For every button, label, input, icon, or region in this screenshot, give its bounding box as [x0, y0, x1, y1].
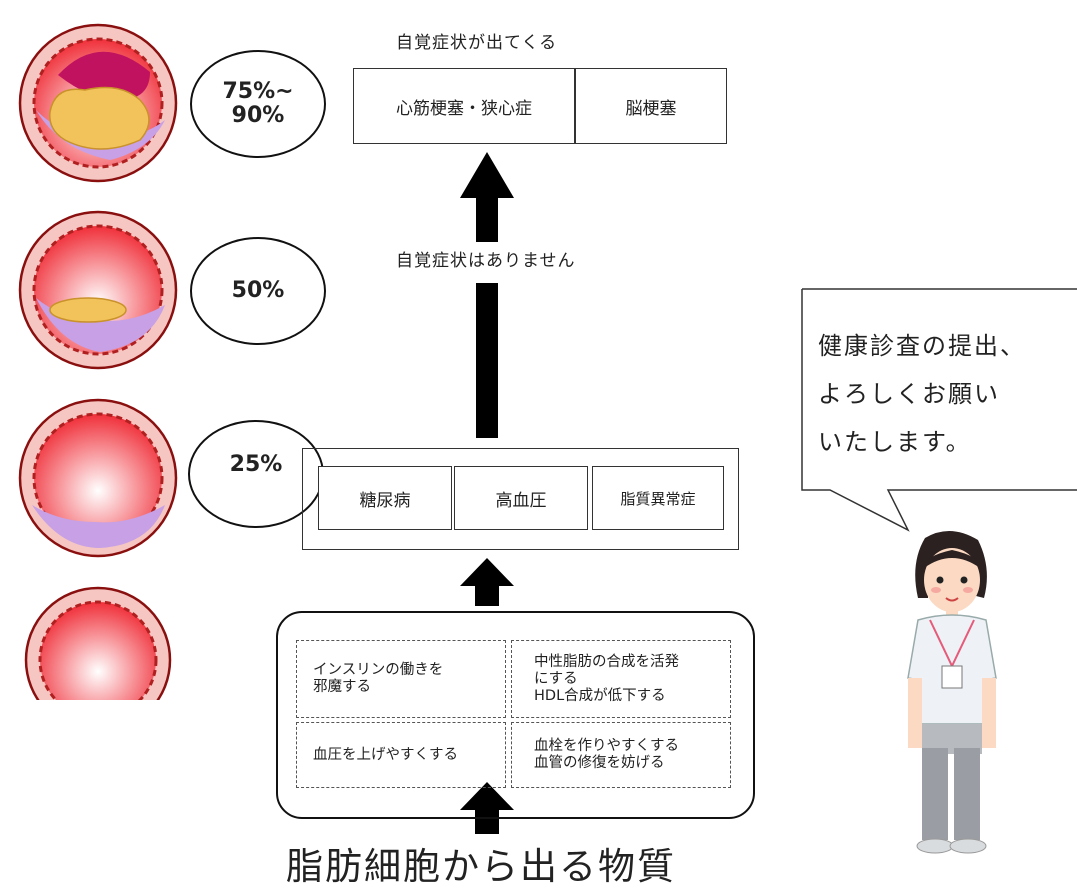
effect-text-line: 血圧を上げやすくする: [313, 746, 458, 763]
arrow-up-icon: [460, 558, 514, 606]
disease-label: 心筋梗塞・狭心症: [396, 98, 532, 119]
conditions-group: [302, 448, 739, 550]
effect-text-line: インスリンの働きを: [313, 662, 444, 678]
vessel-75-90-percent: [18, 23, 178, 183]
stage-label-25: 25%: [188, 420, 324, 528]
condition-label: 脂質異常症: [620, 489, 696, 508]
effect-box-triglyceride: 中性脂肪の合成を活発 にする HDL合成が低下する: [511, 640, 731, 718]
effect-box-blood-pressure: 血圧を上げやすくする: [296, 722, 506, 788]
speech-line: よろしくお願い: [818, 380, 1000, 408]
vessel-50-percent: [18, 210, 178, 370]
disease-box-heart: 心筋梗塞・狭心症: [353, 68, 575, 144]
condition-box-hypertension: 高血圧: [454, 466, 588, 530]
effect-text-line: 中性脂肪の合成を活発: [534, 653, 679, 670]
vessel-25-percent: [18, 398, 178, 558]
effect-box-insulin: インスリンの働きを 邪魔する: [296, 640, 506, 718]
disease-label: 脳梗塞: [625, 98, 677, 119]
vessel-illustrations: [18, 23, 178, 700]
disease-box-brain: 脳梗塞: [575, 68, 727, 144]
nurse-illustration: [907, 530, 997, 854]
speech-text: 健康診査の提出、 よろしくお願い いたします。: [818, 322, 1026, 466]
vessel-healthy: [24, 586, 172, 700]
stage-label-75-90: 75%~90%: [190, 50, 326, 158]
condition-label: 高血圧: [495, 490, 547, 511]
effect-text-line: HDL合成が低下する: [534, 687, 666, 704]
effect-text-line: にする: [534, 670, 578, 687]
effect-text-line: 血管の修復を妨げる: [534, 755, 665, 771]
speech-line: 健康診査の提出、: [818, 332, 1026, 360]
stage-label-text: 50%: [231, 278, 285, 303]
arrow-shaft: [476, 283, 498, 438]
stage-label-line: 75%~: [222, 79, 294, 104]
adipose-effects-container: [276, 611, 755, 819]
source-label: 脂肪細胞から出る物質: [286, 845, 676, 888]
condition-box-diabetes: 糖尿病: [318, 466, 452, 530]
arrow-up-icon: [460, 152, 514, 242]
stage-label-text: 25%: [229, 452, 283, 477]
effect-box-thrombus: 血栓を作りやすくする 血管の修復を妨げる: [511, 722, 731, 788]
condition-box-dyslipidemia: 脂質異常症: [592, 466, 724, 530]
effect-text-line: 血栓を作りやすくする: [534, 738, 679, 754]
top-note: 自覚症状が出てくる: [396, 33, 558, 53]
condition-label: 糖尿病: [359, 490, 411, 511]
effect-text-line: 邪魔する: [313, 679, 371, 695]
middle-note: 自覚症状はありません: [396, 251, 576, 271]
arrow-up-icon: [460, 782, 514, 834]
speech-line: いたします。: [818, 428, 972, 456]
stage-label-line: 90%: [231, 103, 285, 128]
stage-label-50: 50%: [190, 237, 326, 345]
